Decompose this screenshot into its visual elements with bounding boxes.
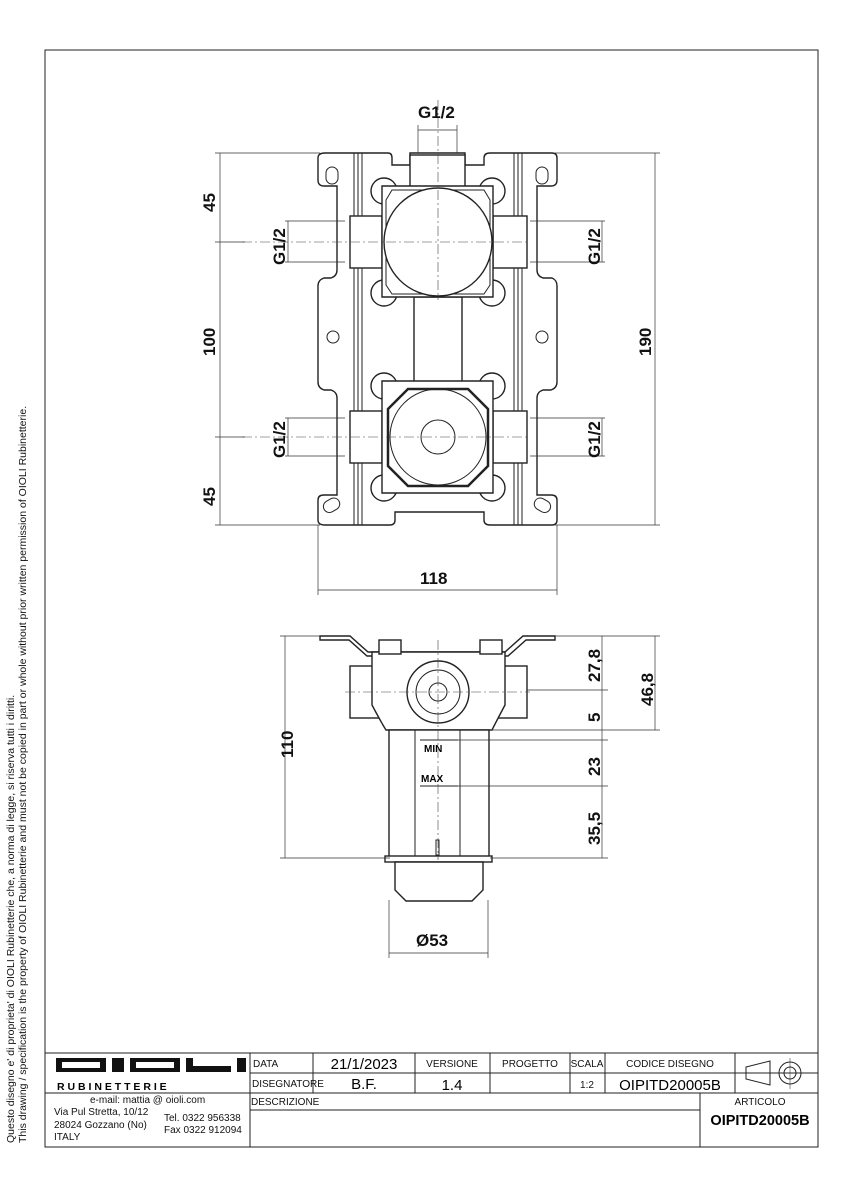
articolo-value: OIPITD20005B — [710, 1113, 809, 1129]
dim-top-45: 45 — [200, 193, 219, 212]
scala-label: SCALA — [571, 1059, 604, 1070]
data-label: DATA — [253, 1059, 279, 1070]
dim-thread-left-lower: G1/2 — [270, 421, 289, 458]
data-value: 21/1/2023 — [331, 1056, 398, 1073]
copyright-note-italian: Questo disegno e' di proprieta' di OIOLI… — [5, 695, 17, 1143]
dim-23: 23 — [585, 757, 604, 776]
title-block: R U B I N E T T E R I E e-mail: mattia @… — [45, 1052, 818, 1147]
progetto-label: PROGETTO — [502, 1059, 558, 1070]
dim-middle-100: 100 — [200, 328, 219, 356]
top-view: G1/2 G1/2 G1/2 G1/2 G1/2 45 100 45 190 1… — [200, 100, 660, 595]
dim-thread-left-upper: G1/2 — [270, 228, 289, 265]
dim-46-8: 46,8 — [638, 673, 657, 706]
descrizione-label: DESCRIZIONE — [251, 1097, 320, 1108]
company-tel: Tel. 0322 956338 — [164, 1113, 241, 1124]
drawing-frame — [44, 49, 819, 1148]
disegnatore-label: DISEGNATORE — [252, 1079, 324, 1090]
oioli-logo — [56, 1058, 246, 1072]
logo-subtitle: R U B I N E T T E R I E — [57, 1081, 167, 1093]
company-fax: Fax 0322 912094 — [164, 1125, 242, 1136]
disegnatore-value: B.F. — [351, 1076, 377, 1093]
dim-35-5: 35,5 — [585, 812, 604, 845]
dim-height-190: 190 — [636, 328, 655, 356]
dim-thread-right-lower: G1/2 — [585, 421, 604, 458]
projection-symbol-icon — [745, 1058, 808, 1089]
company-address-3: ITALY — [54, 1132, 81, 1143]
dim-total-110: 110 — [278, 731, 297, 758]
dim-bottom-45: 45 — [200, 487, 219, 506]
mark-max: MAX — [421, 774, 444, 785]
codice-label: CODICE DISEGNO — [626, 1059, 714, 1070]
scala-value: 1:2 — [580, 1080, 594, 1091]
dim-diameter-53: Ø53 — [416, 931, 448, 950]
copyright-note-english: This drawing / specification is the prop… — [17, 406, 29, 1143]
versione-label: VERSIONE — [426, 1059, 478, 1070]
codice-value: OIPITD20005B — [619, 1077, 721, 1094]
dim-width-118: 118 — [420, 569, 447, 588]
company-address-2: 28024 Gozzano (No) — [54, 1120, 147, 1131]
dim-thread-top: G1/2 — [418, 103, 455, 122]
mark-min: MIN — [424, 744, 442, 755]
dim-5: 5 — [585, 713, 604, 722]
side-view: MIN MAX 110 27,8 46,8 5 23 35,5 Ø53 — [278, 635, 660, 958]
versione-value: 1.4 — [442, 1077, 463, 1094]
company-address-1: Via Pul Stretta, 10/12 — [54, 1107, 149, 1118]
dim-27-8: 27,8 — [585, 649, 604, 682]
dim-thread-right-upper: G1/2 — [585, 228, 604, 265]
company-email: e-mail: mattia @ oioli.com — [90, 1095, 205, 1106]
articolo-label: ARTICOLO — [735, 1097, 786, 1108]
